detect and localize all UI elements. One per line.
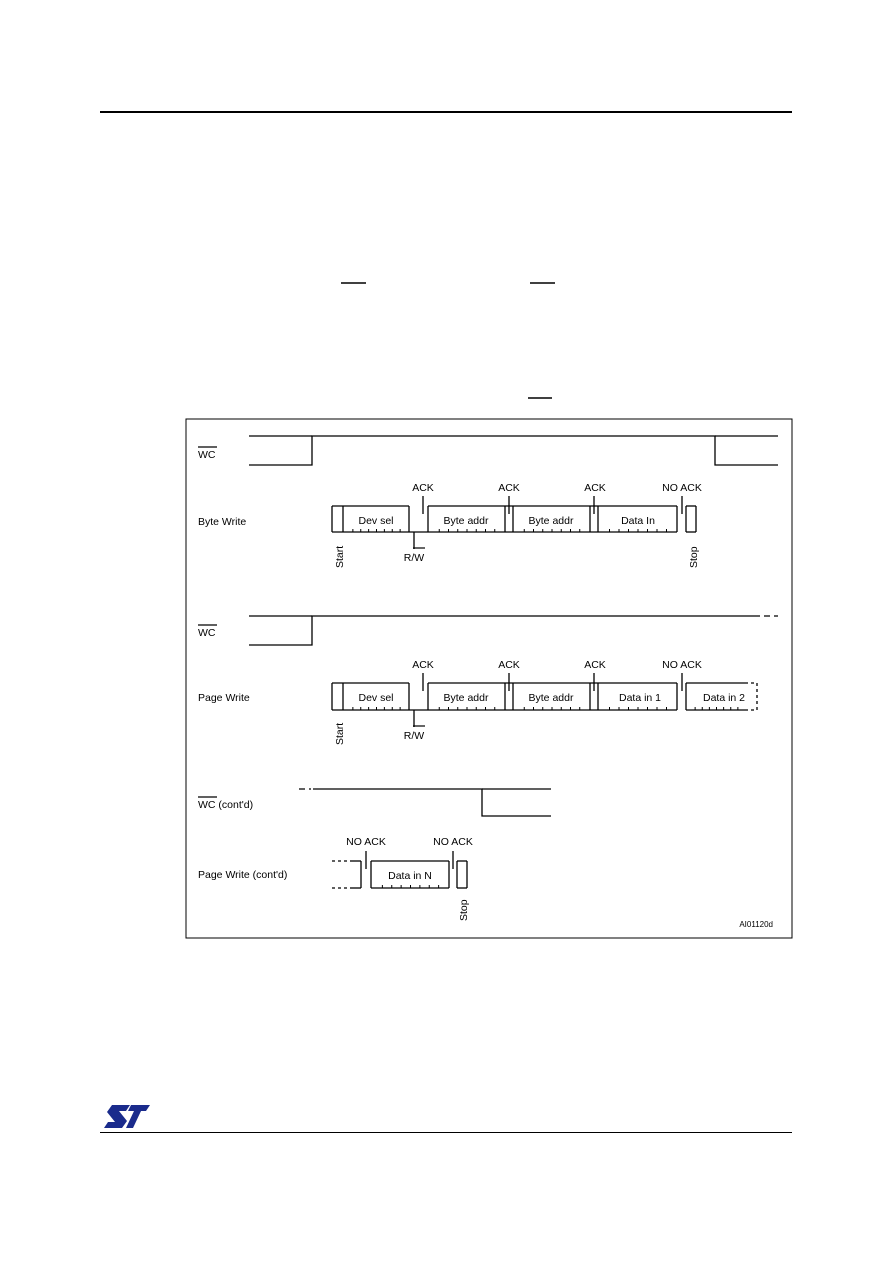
- field-data-in-n: Data in N: [388, 870, 432, 882]
- ack-label: ACK: [412, 659, 434, 671]
- page-write-contd-label: Page Write (cont'd): [198, 869, 287, 881]
- field-data-in-2: Data in 2: [703, 692, 745, 704]
- footer-rule: [100, 1132, 792, 1133]
- st-logo: [104, 1105, 150, 1128]
- field-byte-addr: Byte addr: [529, 692, 574, 704]
- byte-write-label: Byte Write: [198, 516, 246, 528]
- rw-label: R/W: [404, 730, 425, 742]
- ack-label: ACK: [412, 482, 434, 494]
- field-byte-addr: Byte addr: [444, 515, 489, 527]
- figure-id: AI01120d: [739, 920, 773, 929]
- start-label: Start: [334, 723, 346, 745]
- page-write-label: Page Write: [198, 692, 250, 704]
- ack-label: ACK: [584, 659, 606, 671]
- no-ack-label: NO ACK: [662, 482, 702, 494]
- ack-label: ACK: [498, 482, 520, 494]
- stop-label: Stop: [688, 546, 700, 568]
- field-data-in-1: Data in 1: [619, 692, 661, 704]
- bit-ticks: [352, 529, 739, 888]
- field-byte-addr: Byte addr: [529, 515, 574, 527]
- stop-label: Stop: [458, 899, 470, 921]
- ack-label: ACK: [498, 659, 520, 671]
- wc-waveform-2: [249, 615, 760, 646]
- field-byte-addr: Byte addr: [444, 692, 489, 704]
- field-dev-sel: Dev sel: [358, 692, 393, 704]
- header-rule: [100, 111, 792, 113]
- start-label: Start: [334, 546, 346, 568]
- rw-label: R/W: [404, 552, 425, 564]
- wc-label: WC: [198, 627, 216, 639]
- byte-write-bus: [331, 505, 697, 533]
- wc-waveform-1: [249, 435, 778, 466]
- ack-label: ACK: [584, 482, 606, 494]
- field-data-in: Data In: [621, 515, 655, 527]
- no-ack-label: NO ACK: [433, 836, 473, 848]
- no-ack-label: NO ACK: [346, 836, 386, 848]
- field-dev-sel: Dev sel: [358, 515, 393, 527]
- wc-waveform-3: [313, 788, 551, 817]
- wc-label: WC: [198, 449, 216, 461]
- figure-frame: [185, 418, 793, 939]
- no-ack-label: NO ACK: [662, 659, 702, 671]
- wc-contd-label: WC (cont'd): [198, 799, 253, 811]
